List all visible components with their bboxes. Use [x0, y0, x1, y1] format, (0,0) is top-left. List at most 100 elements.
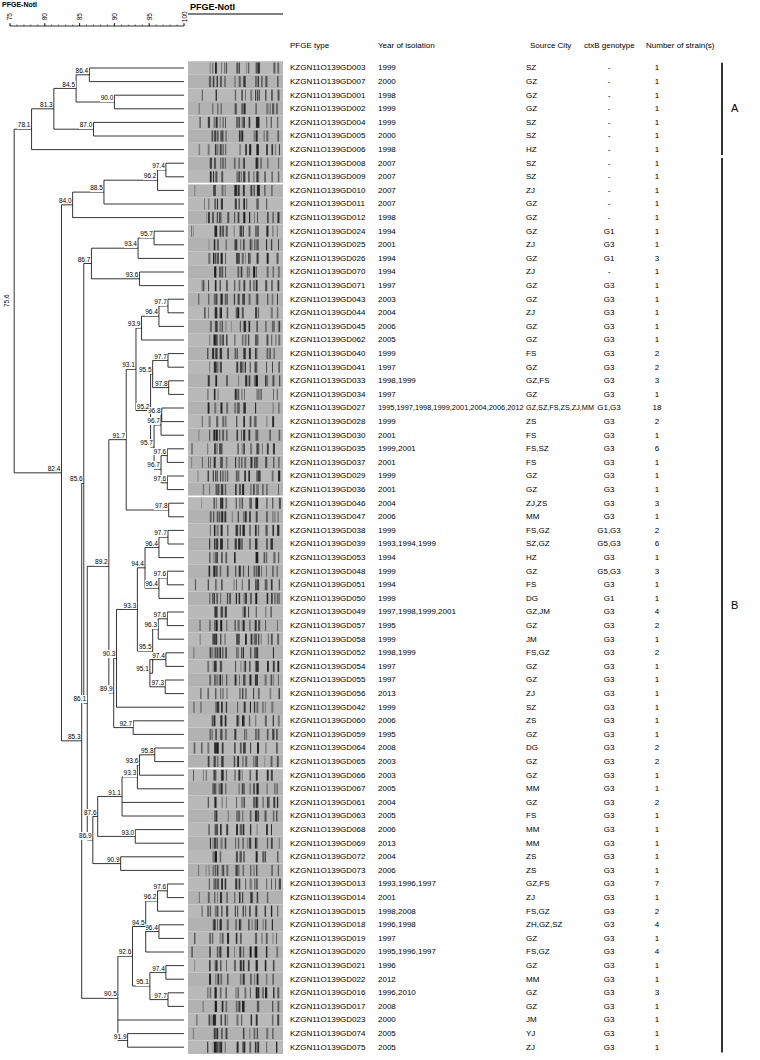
table-cell: KZGN11O139GD043	[290, 295, 365, 304]
gel-band	[214, 811, 216, 822]
gel-band	[215, 974, 217, 985]
similarity-value: 95.2	[136, 403, 150, 410]
scale-value: 75	[6, 13, 13, 20]
gel-band	[213, 1015, 215, 1026]
gel-band	[257, 539, 259, 550]
gel-lane	[188, 728, 283, 742]
dendrogram-branch	[114, 658, 117, 659]
gel-band	[225, 729, 227, 740]
gel-band	[217, 756, 219, 767]
gel-lane	[188, 537, 283, 551]
gel-band	[272, 375, 274, 386]
gel-band	[268, 797, 269, 808]
dendrogram-branch	[14, 472, 61, 473]
gel-band	[215, 348, 217, 359]
gel-band	[254, 185, 255, 196]
gel-band	[257, 239, 259, 250]
gel-band	[248, 253, 249, 264]
table-cell: SZ	[526, 118, 536, 127]
gel-band	[243, 838, 244, 849]
gel-band	[239, 593, 241, 604]
dendrogram-branch	[151, 374, 153, 375]
gel-band	[257, 171, 259, 182]
gel-band	[215, 851, 217, 862]
gel-band	[256, 117, 257, 128]
gel-band	[238, 403, 239, 414]
table-cell: 1	[655, 335, 659, 344]
table-cell: G3	[604, 308, 615, 317]
gel-band	[257, 960, 258, 971]
gel-band	[236, 471, 238, 482]
table-cell: 1999	[378, 104, 396, 113]
table-cell: FS	[526, 349, 536, 358]
gel-band	[267, 783, 268, 794]
gel-band	[221, 729, 222, 740]
gel-band	[241, 539, 243, 550]
gel-band	[210, 511, 212, 522]
gel-lane	[188, 660, 283, 674]
scale-value: 85	[76, 13, 83, 20]
cluster-letter: B	[731, 599, 738, 612]
gel-band	[244, 457, 246, 468]
gel-band	[241, 824, 242, 835]
table-cell: 1999,2001	[378, 444, 416, 453]
gel-band	[203, 484, 204, 495]
gel-band	[245, 375, 247, 386]
table-cell: G3	[604, 431, 615, 440]
gel-band	[271, 280, 272, 291]
gel-band	[273, 63, 275, 74]
gel-band	[225, 117, 227, 128]
gel-band	[215, 906, 216, 917]
gel-band	[243, 865, 245, 876]
table-cell: 2	[655, 798, 659, 807]
table-cell: G5,G3	[597, 539, 621, 548]
table-cell: 2007	[378, 172, 396, 181]
scale-tick	[44, 23, 45, 26]
gel-band	[272, 511, 273, 522]
gel-band	[225, 144, 227, 155]
gel-band	[249, 539, 251, 550]
gel-band	[215, 294, 216, 305]
gel-band	[256, 484, 257, 495]
gel-lane	[188, 211, 283, 225]
gel-band	[271, 756, 273, 767]
gel-band	[249, 375, 251, 386]
similarity-value: 97.4	[152, 162, 166, 169]
similarity-value: 95.7	[140, 230, 154, 237]
gel-band	[257, 226, 258, 237]
table-cell: JM	[526, 1015, 537, 1024]
gel-lane	[188, 88, 283, 102]
gel-band	[238, 212, 240, 223]
table-cell: 1995	[378, 621, 396, 630]
gel-band	[215, 552, 216, 563]
gel-band	[271, 838, 273, 849]
dendrogram-branch	[93, 863, 121, 864]
gel-lane	[188, 61, 283, 75]
dendrogram-branch	[167, 612, 184, 613]
dendrogram-branch	[142, 316, 159, 317]
table-cell: FS	[526, 431, 536, 440]
table-cell: G3	[604, 444, 615, 453]
gel-band	[238, 1001, 240, 1012]
dendrogram-branch	[73, 192, 104, 193]
gel-band	[213, 253, 214, 264]
gel-band	[265, 960, 266, 971]
table-cell: 2004	[378, 308, 396, 317]
table-cell: G3	[604, 458, 615, 467]
gel-band	[241, 171, 242, 182]
table-cell: KZGN11O139GD040	[290, 349, 365, 358]
gel-band	[244, 76, 246, 87]
table-cell: G3	[604, 784, 615, 793]
table-cell: 1999	[378, 63, 396, 72]
similarity-value: 97.3	[151, 679, 165, 686]
gel-band	[268, 634, 269, 645]
gel-band	[250, 892, 252, 903]
gel-band	[215, 1001, 217, 1012]
gel-band	[237, 1042, 239, 1053]
gel-band	[256, 171, 258, 182]
table-cell: 1993,1996,1997	[378, 879, 436, 888]
dendrogram-branch	[161, 482, 167, 483]
table-cell: 2004	[378, 798, 396, 807]
table-cell: G3	[604, 988, 615, 997]
table-cell: KZGN11O139GD014	[290, 893, 365, 902]
